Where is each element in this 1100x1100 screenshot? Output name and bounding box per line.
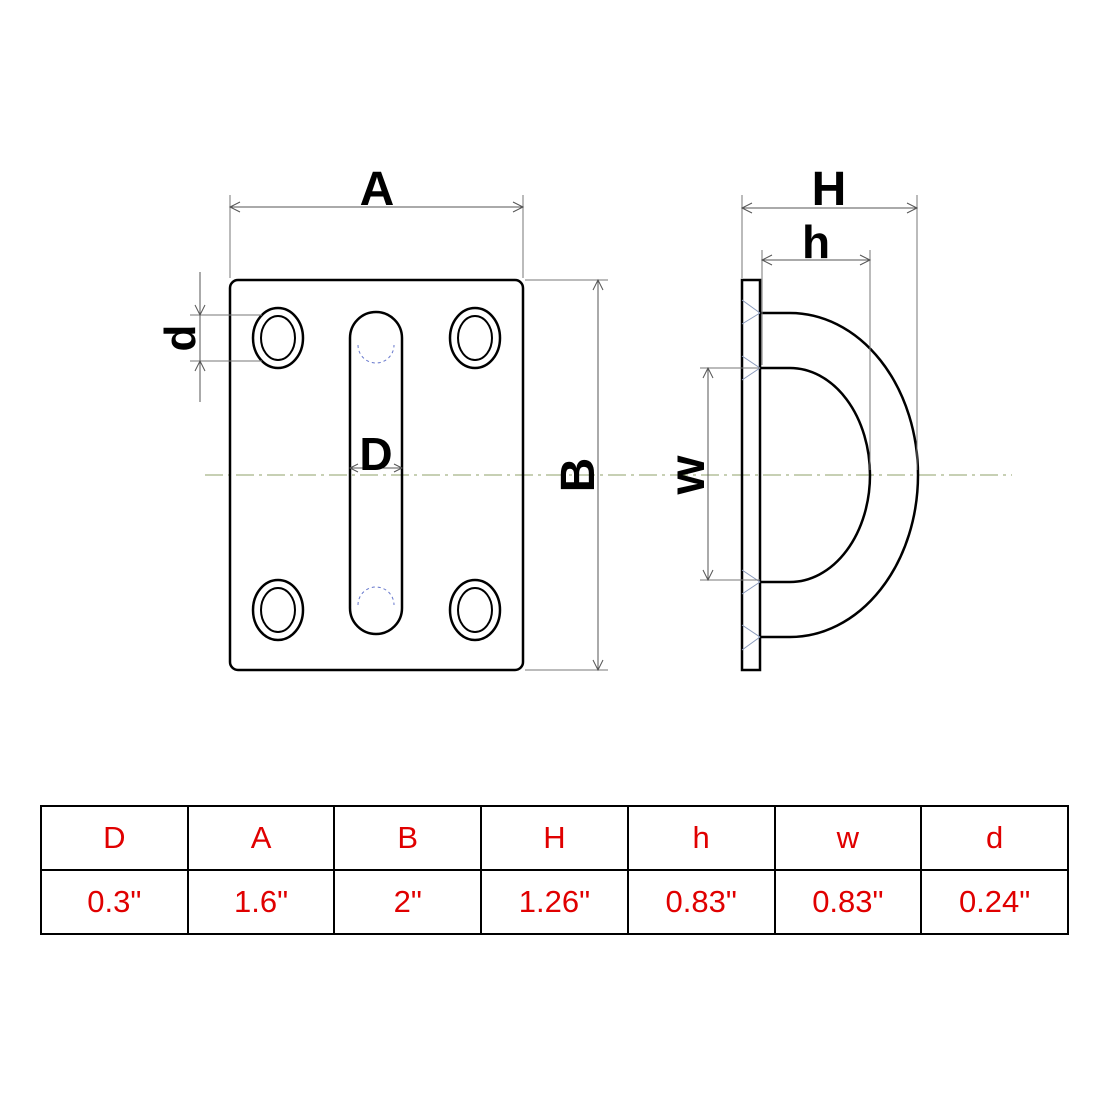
side-plate [740,278,762,672]
dimension-A: A [228,163,525,278]
label-d: d [156,325,205,352]
dimension-table: D A B H h w d 0.3" 1.6" 2" 1.26" 0.83" 0… [40,805,1069,935]
corner-hole-top-left [251,306,305,370]
value-cell-A: 1.6" [186,869,336,935]
label-w: w [659,455,715,495]
center-slot [348,310,404,636]
dimension-d: d [156,272,262,402]
header-cell-B: B [333,805,483,871]
table-value-row: 0.3" 1.6" 2" 1.26" 0.83" 0.83" 0.24" [40,869,1069,935]
ring-outer [760,311,920,639]
label-h: h [802,216,830,268]
ring-inner [760,366,872,584]
corner-hole-bottom-left [251,578,305,642]
label-D: D [359,428,392,480]
value-cell-h: 0.83" [626,869,776,935]
header-cell-h: h [626,805,776,871]
header-cell-w: w [773,805,923,871]
base-plate-outline [228,278,525,672]
side-view: H h w [659,163,920,672]
label-A: A [360,163,395,216]
dimension-w: w [659,366,760,582]
value-cell-H: 1.26" [480,869,629,935]
technical-drawing: A B d D [156,163,1012,672]
header-cell-d: d [920,805,1069,871]
dimension-B: B [525,278,608,672]
front-view: A B d D [156,163,608,672]
corner-hole-bottom-right [448,578,502,642]
header-cell-A: A [186,805,336,871]
dimension-D: D [348,428,404,480]
dimension-H: H [740,163,919,470]
value-cell-B: 2" [333,869,483,935]
value-cell-d: 0.24" [920,869,1069,935]
header-cell-H: H [480,805,629,871]
table-header-row: D A B H h w d [40,805,1069,871]
value-cell-D: 0.3" [40,869,189,935]
dimension-h: h [760,216,872,470]
label-B: B [552,458,605,493]
header-cell-D: D [40,805,189,871]
corner-hole-top-right [448,306,502,370]
value-cell-w: 0.83" [773,869,923,935]
label-H: H [812,163,847,216]
